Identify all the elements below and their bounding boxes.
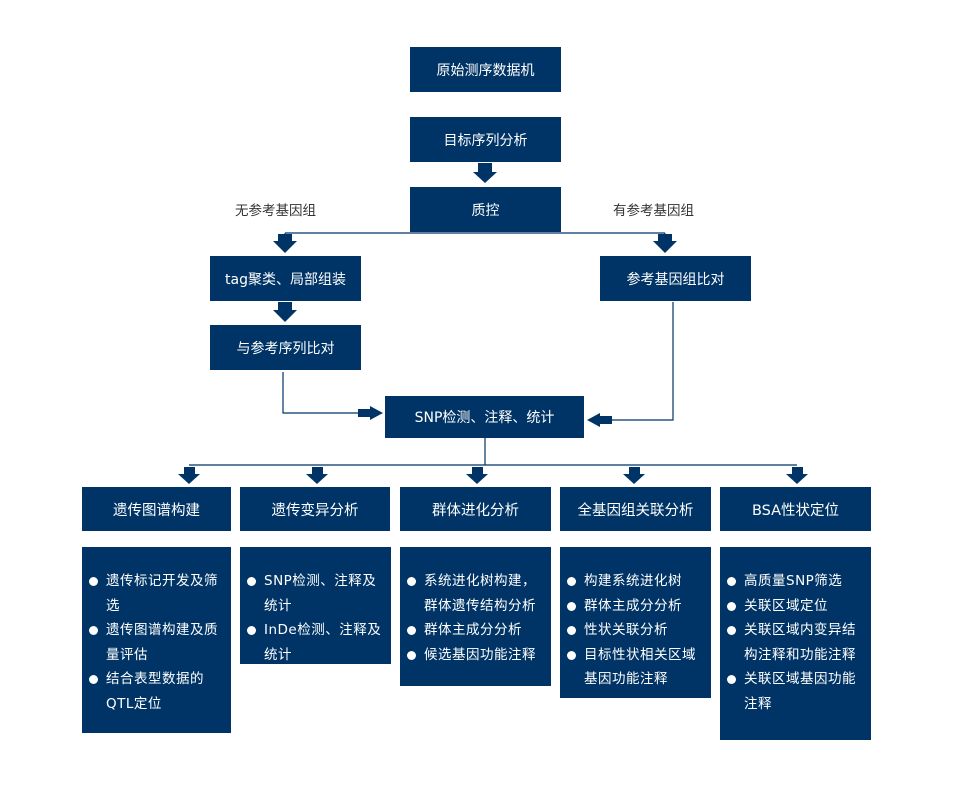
detail-item: 系统进化树构建，群体遗传结构分析 — [404, 569, 545, 618]
snp-detection-label: SNP检测、注释、统计 — [414, 410, 555, 426]
arrow-to-qc — [473, 163, 497, 183]
arrow-branch-2 — [306, 467, 328, 484]
detail-box-gwas: 构建系统进化树 群体主成分分析 性状关联分析 目标性状相关区域基因功能注释 — [560, 547, 711, 698]
detail-item: 关联区域内变异结构注释和功能注释 — [724, 618, 865, 667]
branch-title-variation: 遗传变异分析 — [240, 487, 390, 531]
qc-box: 质控 — [410, 187, 561, 232]
detail-item: 关联区域基因功能注释 — [724, 667, 865, 716]
ref-seq-align-box: 与参考序列比对 — [210, 325, 361, 370]
raw-data-box: 原始测序数据机 — [410, 47, 561, 92]
detail-item: 遗传图谱构建及质量评估 — [86, 618, 225, 667]
detail-item: 高质量SNP筛选 — [724, 569, 865, 594]
detail-item: 群体主成分分析 — [564, 594, 705, 619]
snp-detection-box: SNP检测、注释、统计 — [385, 396, 584, 438]
branch-title-label: 遗传图谱构建 — [113, 502, 200, 519]
arrow-to-align — [273, 302, 297, 322]
detail-item: 群体主成分分析 — [404, 618, 545, 643]
branch-title-population: 群体进化分析 — [400, 487, 551, 531]
tag-cluster-label: tag聚类、局部组装 — [225, 271, 346, 288]
qc-label: 质控 — [471, 202, 500, 219]
arrow-to-refgenome — [653, 234, 677, 253]
detail-box-genetic-map: 遗传标记开发及筛选 遗传图谱构建及质量评估 结合表型数据的QTL定位 — [82, 547, 231, 733]
detail-item: 性状关联分析 — [564, 618, 705, 643]
detail-item: 构建系统进化树 — [564, 569, 705, 594]
arrow-right-into-snp — [587, 413, 612, 427]
target-analysis-box: 目标序列分析 — [410, 117, 561, 162]
detail-box-variation: SNP检测、注释及统计 InDe检测、注释及统计 — [240, 547, 391, 664]
raw-data-label: 原始测序数据机 — [436, 62, 535, 79]
detail-box-population: 系统进化树构建，群体遗传结构分析 群体主成分分析 候选基因功能注释 — [400, 547, 551, 686]
arrow-to-tag — [273, 234, 297, 253]
arrow-branch-1 — [178, 467, 200, 484]
arrow-branch-4 — [623, 467, 645, 484]
left-merge-line — [282, 372, 362, 414]
detail-item: 目标性状相关区域基因功能注释 — [564, 643, 705, 692]
detail-item: 关联区域定位 — [724, 594, 865, 619]
ref-seq-align-label: 与参考序列比对 — [236, 340, 335, 357]
detail-item: 结合表型数据的QTL定位 — [86, 667, 225, 716]
has-ref-genome-label: 有参考基因组 — [613, 203, 694, 219]
branch-title-label: 全基因组关联分析 — [577, 502, 694, 519]
detail-item: 候选基因功能注释 — [404, 643, 545, 668]
target-analysis-label: 目标序列分析 — [443, 132, 528, 149]
arrow-branch-5 — [786, 467, 808, 484]
detail-item: SNP检测、注释及统计 — [244, 569, 385, 618]
detail-item: InDe检测、注释及统计 — [244, 618, 385, 667]
branch-title-genetic-map: 遗传图谱构建 — [82, 487, 231, 531]
no-ref-genome-label: 无参考基因组 — [235, 203, 316, 219]
ref-genome-align-label: 参考基因组比对 — [626, 271, 725, 288]
detail-item: 遗传标记开发及筛选 — [86, 569, 225, 618]
tag-cluster-box: tag聚类、局部组装 — [210, 256, 361, 301]
ref-genome-align-box: 参考基因组比对 — [600, 256, 751, 301]
branch-title-gwas: 全基因组关联分析 — [560, 487, 711, 531]
detail-box-bsa: 高质量SNP筛选 关联区域定位 关联区域内变异结构注释和功能注释 关联区域基因功… — [720, 547, 871, 740]
arrow-branch-3 — [466, 467, 488, 484]
branch-title-label: BSA性状定位 — [751, 502, 840, 519]
right-merge-line — [605, 302, 674, 421]
arrow-left-into-snp — [358, 406, 383, 420]
branch-title-label: 遗传变异分析 — [271, 502, 359, 519]
branch-title-bsa: BSA性状定位 — [720, 487, 871, 531]
branch-title-label: 群体进化分析 — [432, 502, 519, 519]
